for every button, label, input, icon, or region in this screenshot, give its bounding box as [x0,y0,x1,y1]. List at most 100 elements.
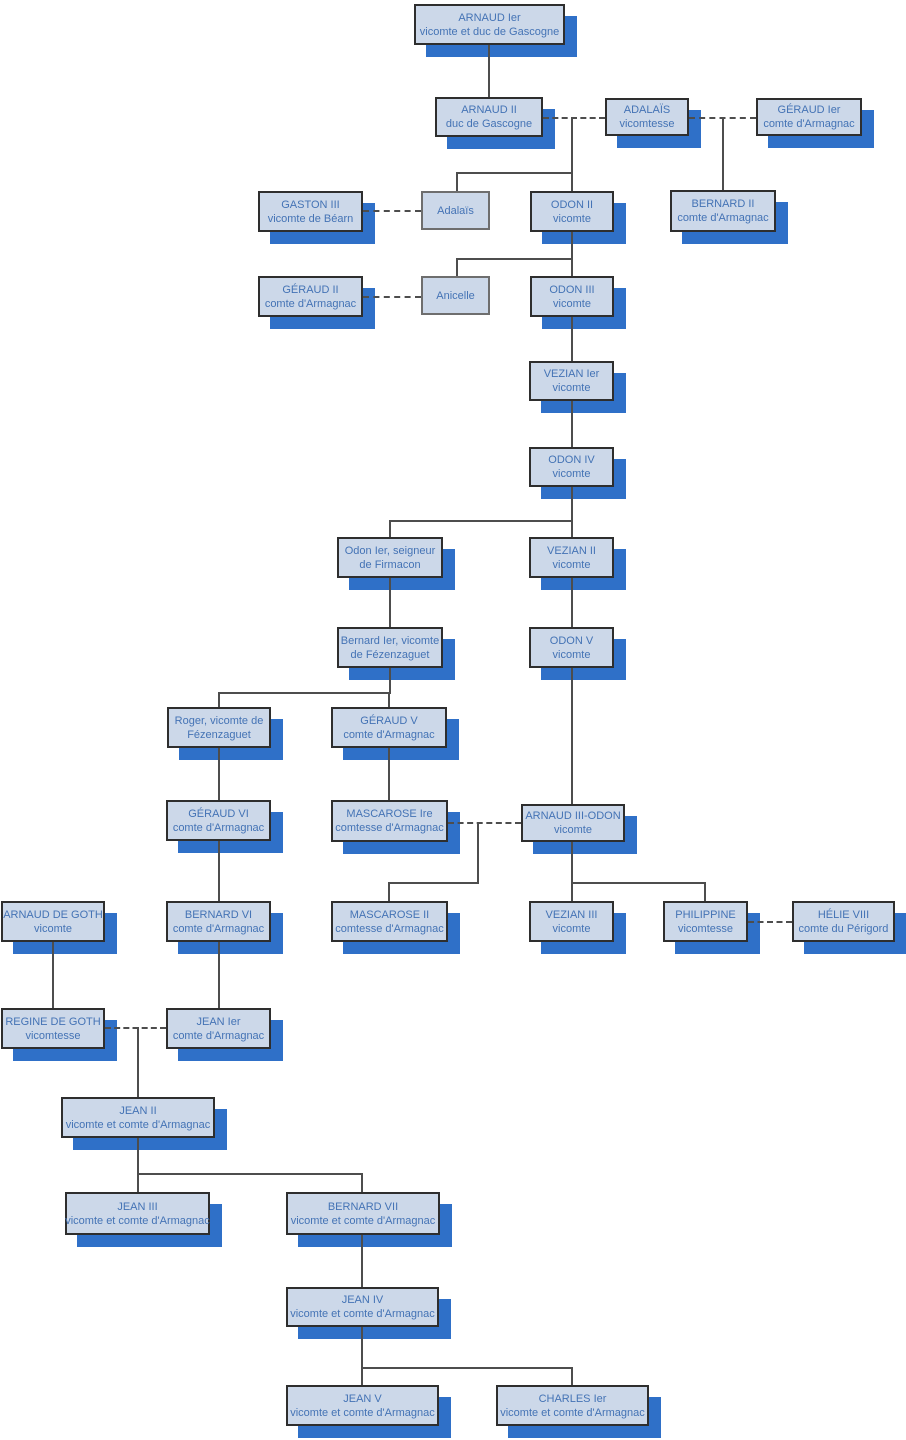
node-subtitle: vicomte et comte d'Armagnac [290,1308,435,1320]
node-name: ARNAUD DE GOTH [3,908,103,921]
node-subtitle: vicomte [553,297,591,310]
node-subtitle: vicomte et comte d'Armagnac [500,1406,645,1419]
node-subtitle: vicomte et duc de Gascogne [419,25,560,38]
descent-line [571,487,573,521]
node-subtitle: vicomtesse [619,118,675,130]
node-subtitle: vicomte et comte d'Armagnac [65,1214,210,1227]
descent-line [571,1367,573,1385]
node-name: REGINE DE GOTH [5,1015,101,1028]
node-name: GÉRAUD Ier [777,104,841,116]
node-adalais-vicomtesse: ADALAÏS vicomtesse [605,98,689,136]
node-name: ODON IV [548,454,595,466]
node-name: ODON V [549,634,594,647]
node-name: JEAN Ier [196,1015,241,1028]
node-subtitle: vicomte de Béarn [267,212,354,225]
node-name: Bernard Ier, vicomte [340,634,440,647]
descent-line [389,668,391,694]
descent-line [456,172,458,191]
node-name: GASTON III [281,198,340,211]
descent-line [477,822,479,883]
descent-line [571,668,573,804]
node-name: Adalaïs [437,204,474,217]
descent-line [388,882,390,901]
node-name: JEAN III [117,1200,158,1213]
node-subtitle: Fézenzaguet [187,728,251,741]
node-subtitle: comte d'Armagnac [264,297,357,310]
node-subtitle: comte d'Armagnac [172,1029,265,1042]
descent-line [137,1173,363,1175]
node-name: GÉRAUD VI [188,807,249,820]
descent-line [218,692,391,694]
node-subtitle: comte d'Armagnac [172,922,265,935]
descent-line [389,520,573,522]
node-subtitle: vicomte [552,382,591,394]
descent-line [571,520,573,537]
node-name: GÉRAUD II [282,283,339,296]
node-name: ODON II [550,198,594,211]
descent-line [361,1235,363,1287]
descent-line [722,117,724,190]
descent-line [571,117,573,191]
node-subtitle: comtesse d'Armagnac [335,922,444,935]
node-name: Odon Ier, seigneur [344,544,436,557]
node-name: HÉLIE VIII [817,908,870,921]
node-subtitle: vicomte et comte d'Armagnac [290,1406,435,1419]
descent-line [704,882,706,901]
node-name: BERNARD II [691,198,755,210]
node-name: BERNARD VII [327,1200,399,1213]
descent-line [361,1367,573,1369]
descent-line [361,1367,363,1385]
node-subtitle: vicomte [34,922,72,935]
node-name: MASCAROSE Ire [346,808,433,820]
descent-line [571,232,573,276]
node-subtitle: comte d'Armagnac [172,821,265,834]
descent-line [218,942,220,1008]
node-subtitle: vicomte [552,558,591,571]
node-subtitle: comte d'Armagnac [677,212,769,224]
node-name: ODON III [549,283,595,296]
descent-line [388,882,479,884]
node-anicelle: Anicelle [421,276,490,315]
node-subtitle: vicomte [554,824,592,836]
descent-line [571,578,573,627]
descent-line [361,1327,363,1368]
descent-line [571,882,705,884]
descent-line [52,942,54,1008]
descent-line [456,258,458,276]
node-subtitle: comte d'Armagnac [763,118,855,130]
node-adalais: Adalaïs [421,191,490,230]
node-name: ADALAÏS [623,104,671,116]
node-mascarose-ire: MASCAROSE Ire comtesse d'Armagnac [331,800,448,842]
descent-line [389,578,391,627]
descent-line [388,748,390,800]
descent-line [218,692,220,707]
node-subtitle: comte d'Armagnac [343,728,435,741]
node-bernard-ii: BERNARD II comte d'Armagnac [670,190,776,232]
node-name: JEAN II [119,1104,157,1117]
node-name: Roger, vicomte de [174,714,264,727]
descent-line [571,842,573,901]
descent-line [389,520,391,537]
node-subtitle: comtesse d'Armagnac [335,822,444,834]
node-name: ARNAUD Ier [458,11,521,24]
marriage-line [543,117,605,119]
marriage-line [363,296,421,298]
